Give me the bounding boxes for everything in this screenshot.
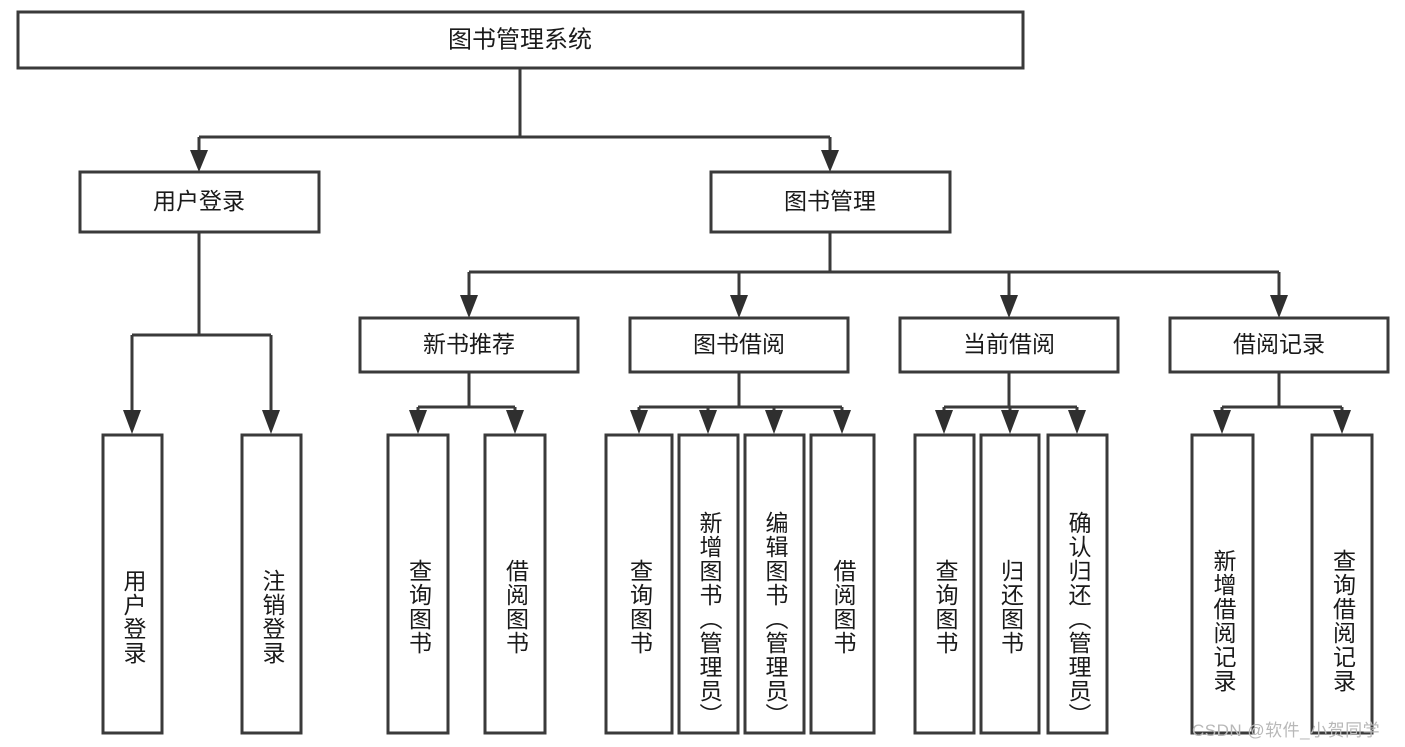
arrow-to-book-borrow: [730, 295, 748, 318]
arrow-leaf-borrow-record-2: [1333, 410, 1351, 434]
node-new-book-recommend[interactable]: 新书推荐: [358, 316, 580, 374]
leaf-box-query-borrow-record[interactable]: [1310, 433, 1374, 735]
leaf-box-add-borrow-record[interactable]: [1190, 433, 1255, 735]
node-user-login-box[interactable]: [78, 170, 321, 234]
node-current-borrow[interactable]: 当前借阅: [898, 316, 1120, 374]
arrow-leaf-book-borrow-4: [833, 410, 851, 434]
arrow-leaf-current-borrow-1: [935, 410, 953, 434]
leaf-box-group: [101, 433, 1374, 735]
arrow-to-borrow-record: [1270, 295, 1288, 318]
arrow-leaf-current-borrow-3: [1068, 410, 1086, 434]
arrow-leaf-book-borrow-1: [630, 410, 648, 434]
arrow-leaf-new-book-1: [409, 410, 427, 434]
node-current-borrow-label: 当前借阅: [963, 331, 1055, 357]
leaf-box-add-book-admin[interactable]: [677, 433, 740, 735]
node-new-book-recommend-label: 新书推荐: [423, 331, 515, 357]
arrow-leaf-borrow-record-1: [1213, 410, 1231, 434]
leaf-box-logout[interactable]: [240, 433, 303, 735]
leaf-box-confirm-return-admin[interactable]: [1046, 433, 1109, 735]
leaf-box-borrow-book[interactable]: [809, 433, 876, 735]
arrow-leaf-current-borrow-2: [1001, 410, 1019, 434]
node-book-manage-label: 图书管理: [784, 188, 876, 214]
node-borrow-record-box[interactable]: [1168, 316, 1390, 374]
arrow-leaf-user-login-2: [262, 410, 280, 434]
arrow-to-book-manage: [821, 150, 839, 172]
leaf-box-user-login[interactable]: [101, 433, 164, 735]
arrow-to-user-login: [190, 150, 208, 172]
arrow-to-new-book: [460, 295, 478, 318]
arrow-leaf-book-borrow-3: [765, 410, 783, 434]
arrow-leaf-book-borrow-2: [699, 410, 717, 434]
node-root[interactable]: 图书管理系统: [16, 10, 1025, 70]
node-book-borrow-box[interactable]: [628, 316, 850, 374]
connector-group: [123, 68, 1351, 434]
leaf-box-edit-book-admin[interactable]: [743, 433, 806, 735]
node-borrow-record[interactable]: 借阅记录: [1168, 316, 1390, 374]
leaf-box-query-book-recommend[interactable]: [386, 433, 450, 735]
leaf-box-return-book[interactable]: [979, 433, 1041, 735]
node-root-box[interactable]: [16, 10, 1025, 70]
arrow-leaf-user-login-1: [123, 410, 141, 434]
arrow-to-current-borrow: [1000, 295, 1018, 318]
node-book-manage-box[interactable]: [709, 170, 952, 234]
node-root-label: 图书管理系统: [448, 26, 592, 53]
node-new-book-recommend-box[interactable]: [358, 316, 580, 374]
node-user-login[interactable]: 用户登录: [78, 170, 321, 234]
arrow-leaf-new-book-2: [506, 410, 524, 434]
node-book-borrow[interactable]: 图书借阅: [628, 316, 850, 374]
leaf-box-query-book-current[interactable]: [913, 433, 976, 735]
node-book-manage[interactable]: 图书管理: [709, 170, 952, 234]
node-book-borrow-label: 图书借阅: [693, 331, 785, 357]
node-borrow-record-label: 借阅记录: [1233, 331, 1325, 357]
node-current-borrow-box[interactable]: [898, 316, 1120, 374]
leaf-box-borrow-book-recommend[interactable]: [483, 433, 547, 735]
node-user-login-label: 用户登录: [153, 188, 245, 214]
leaf-box-query-book-borrow[interactable]: [604, 433, 674, 735]
